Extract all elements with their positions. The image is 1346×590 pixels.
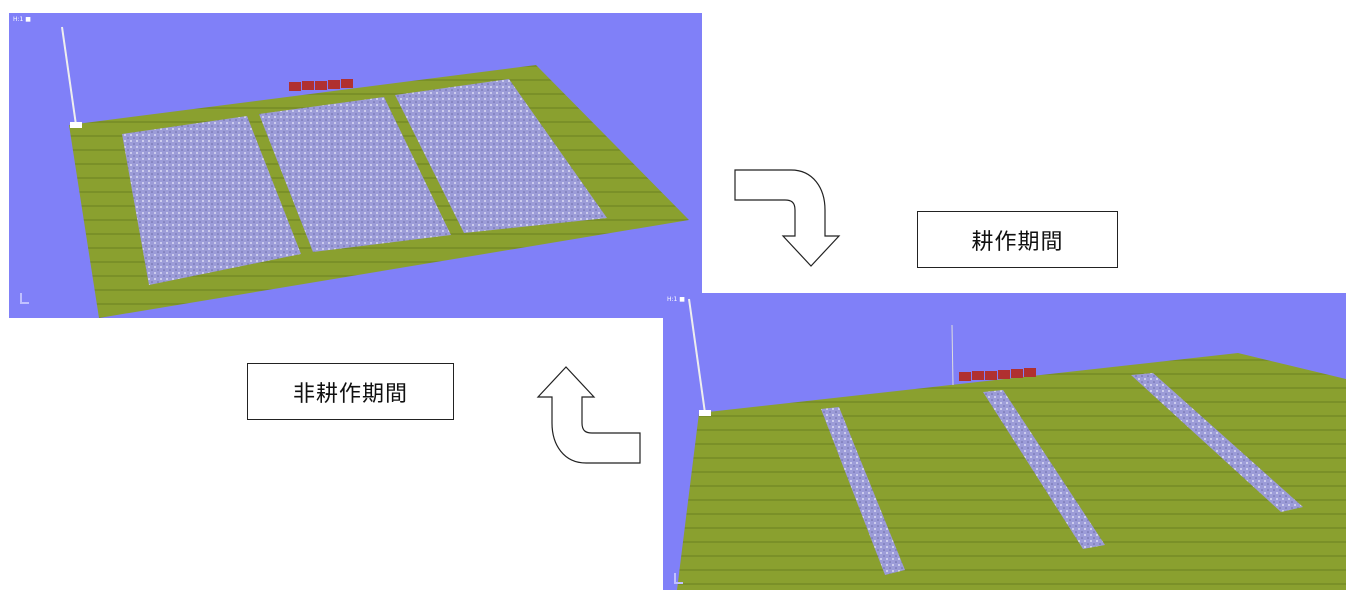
cover-block-1 (122, 116, 301, 285)
axis-marker-icon (20, 293, 29, 304)
cover-block-3 (395, 79, 607, 233)
light-pole (688, 298, 706, 414)
cover-strip-2 (983, 390, 1105, 549)
label-cultivation-period: 耕作期間 (917, 211, 1118, 268)
curved-arrow-up-icon (536, 366, 641, 464)
scene-bottom-right-svg: H:1 ■ (667, 296, 1346, 590)
red-markers (289, 79, 353, 91)
pole-base (699, 410, 711, 416)
cover-strip-1 (821, 407, 905, 575)
red-markers (959, 368, 1036, 381)
axis-marker-icon (674, 573, 683, 584)
scene-panel-bottom-right: H:1 ■ (663, 293, 1346, 590)
corner-text: H:1 ■ (13, 16, 31, 23)
center-pole (951, 324, 954, 386)
corner-text: H:1 ■ (667, 296, 685, 303)
cover-block-2 (259, 97, 451, 252)
curved-arrow-down-icon (734, 169, 841, 267)
cover-strip-3 (1131, 373, 1303, 512)
light-pole (61, 26, 77, 126)
pole-base (70, 122, 82, 128)
label-non-cultivation-period: 非耕作期間 (247, 363, 454, 420)
scene-panel-top-left: H:1 ■ (9, 13, 702, 318)
scene-top-left-svg: H:1 ■ (13, 16, 689, 318)
